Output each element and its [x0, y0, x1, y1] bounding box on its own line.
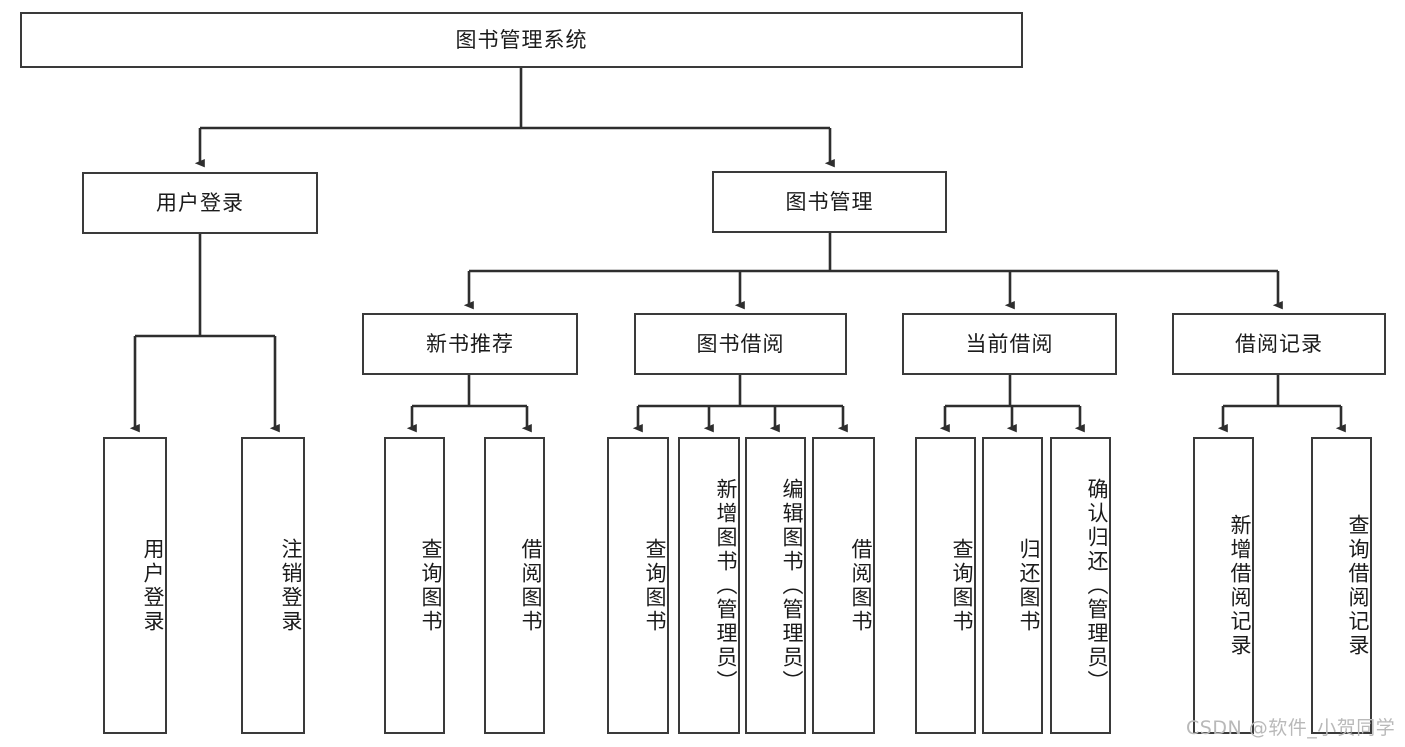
node-label: 确认归还（管理员） [1085, 477, 1109, 694]
node-root-book-management-system[interactable]: 图书管理系统 [20, 12, 1023, 68]
leaf-borrow-book-recommend[interactable]: 借阅图书 [484, 437, 545, 734]
leaf-logout-login[interactable]: 注销登录 [241, 437, 305, 734]
node-label: 图书管理 [785, 189, 874, 214]
leaf-query-book-recommend[interactable]: 查询图书 [384, 437, 445, 734]
leaf-query-book-current[interactable]: 查询图书 [915, 437, 976, 734]
leaf-return-book[interactable]: 归还图书 [982, 437, 1043, 734]
csdn-watermark: CSDN @软件_小贺同学 [1186, 717, 1396, 739]
node-label: 图书借阅 [696, 331, 785, 356]
node-book-borrow[interactable]: 图书借阅 [634, 313, 847, 375]
node-label: 查询图书 [419, 537, 443, 634]
node-label: 借阅记录 [1235, 331, 1323, 356]
leaf-borrow-book-borrow[interactable]: 借阅图书 [812, 437, 875, 734]
node-label: 编辑图书（管理员） [780, 477, 804, 694]
leaf-add-book-admin[interactable]: 新增图书（管理员） [678, 437, 740, 734]
leaf-edit-book-admin[interactable]: 编辑图书（管理员） [745, 437, 806, 734]
node-label: 用户登录 [141, 537, 165, 634]
node-label: 查询图书 [950, 537, 974, 634]
node-label: 当前借阅 [965, 331, 1054, 356]
node-label: 借阅图书 [849, 537, 873, 634]
leaf-query-book-borrow[interactable]: 查询图书 [607, 437, 669, 734]
node-label: 新增图书（管理员） [714, 477, 738, 694]
leaf-query-borrow-record[interactable]: 查询借阅记录 [1311, 437, 1372, 734]
node-label: 归还图书 [1017, 537, 1041, 634]
leaf-user-login[interactable]: 用户登录 [103, 437, 167, 734]
node-current-borrow[interactable]: 当前借阅 [902, 313, 1117, 375]
node-user-login[interactable]: 用户登录 [82, 172, 318, 234]
node-label: 注销登录 [279, 537, 303, 634]
node-book-manage[interactable]: 图书管理 [712, 171, 947, 233]
node-label: 图书管理系统 [455, 27, 588, 52]
node-label: 用户登录 [156, 190, 244, 215]
leaf-add-borrow-record[interactable]: 新增借阅记录 [1193, 437, 1254, 734]
node-new-book-recommend[interactable]: 新书推荐 [362, 313, 578, 375]
node-label: 查询借阅记录 [1346, 513, 1370, 658]
leaf-confirm-return-admin[interactable]: 确认归还（管理员） [1050, 437, 1111, 734]
node-label: 查询图书 [643, 537, 667, 634]
node-label: 新书推荐 [426, 331, 514, 356]
node-label: 借阅图书 [519, 537, 543, 634]
node-label: 新增借阅记录 [1228, 513, 1252, 658]
node-borrow-record[interactable]: 借阅记录 [1172, 313, 1386, 375]
